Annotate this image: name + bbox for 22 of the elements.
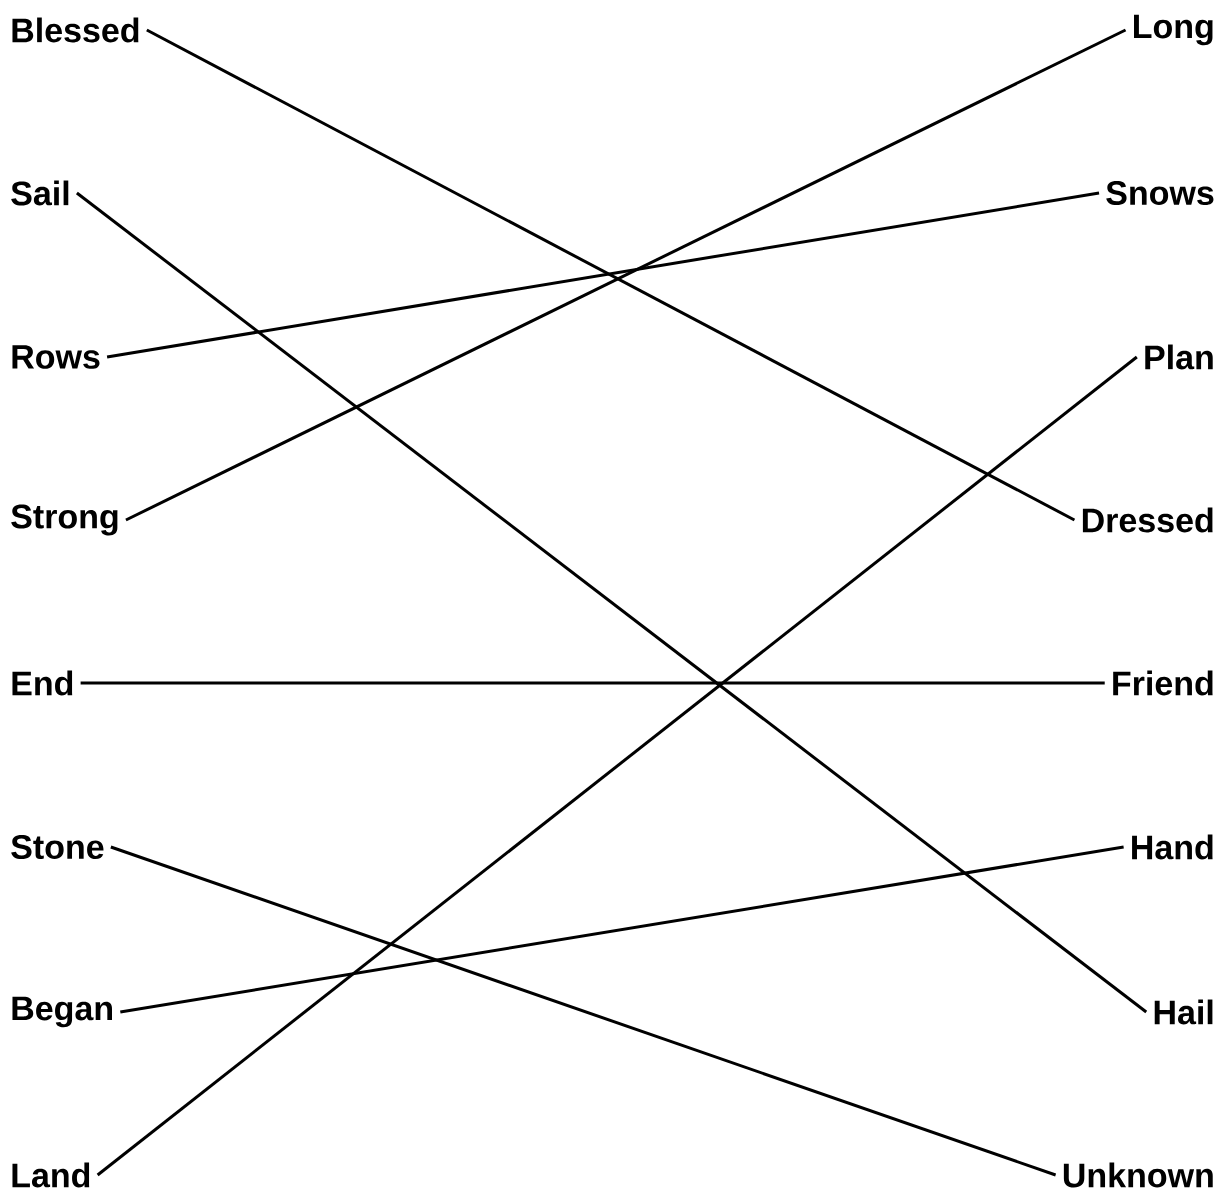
connecting-line — [80, 681, 1105, 685]
word-label: Friend — [1113, 670, 1213, 696]
connecting-line — [75, 191, 1148, 1014]
word-label: Stone — [11, 834, 104, 860]
word-label: Dressed — [1082, 507, 1213, 533]
connecting-line — [106, 191, 1100, 359]
connecting-line — [110, 845, 1057, 1177]
word-label: Unknown — [1063, 1162, 1213, 1188]
word-label: Snows — [1106, 180, 1214, 206]
word-label: Hand — [1132, 834, 1213, 860]
word-label: Sail — [11, 180, 69, 206]
word-label: Long — [1134, 14, 1213, 46]
word-label: Land — [12, 1162, 90, 1188]
word-label: Blessed — [12, 17, 139, 43]
word-label: Strong — [11, 504, 118, 536]
word-label: Plan — [1145, 344, 1213, 370]
connecting-line — [120, 845, 1124, 1014]
word-label: Began — [12, 996, 112, 1028]
word-label: End — [12, 670, 73, 696]
word-label: Rows — [12, 345, 100, 369]
connecting-line — [96, 355, 1138, 1177]
word-label: Hail — [1154, 999, 1213, 1025]
